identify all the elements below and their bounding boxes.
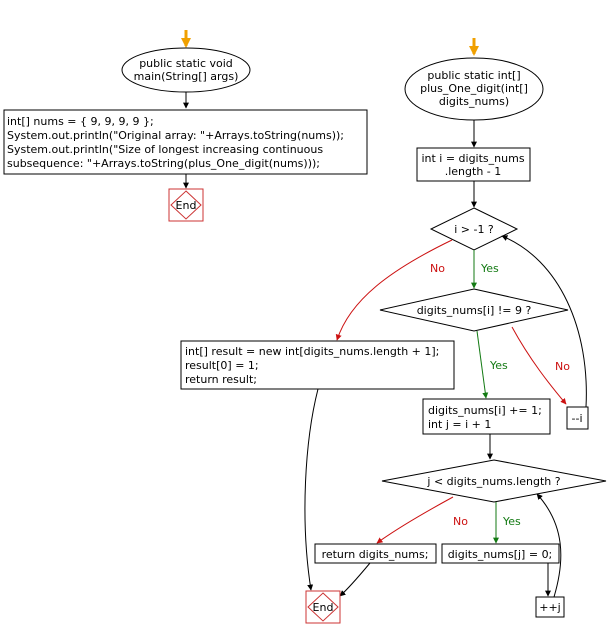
increment-j-box: ++j (535, 596, 565, 618)
increment-line-1: digits_nums[i] += 1; (428, 404, 542, 417)
right-start-line-3: digits_nums) (439, 95, 509, 108)
cond1-no-label: No (430, 262, 445, 275)
cond2-text: digits_nums[i] != 9 ? (417, 304, 532, 317)
result-line-2: result[0] = 1; (185, 359, 259, 372)
result-line-3: return result; (185, 373, 257, 386)
cond3-text: j < digits_nums.length ? (426, 475, 560, 488)
right-start-line-1: public static int[] (427, 69, 520, 82)
assign-zero-text: digits_nums[j] = 0; (448, 548, 553, 561)
left-start-line-2: main(String[] args) (134, 70, 239, 83)
cond3-decision: j < digits_nums.length ? (381, 459, 607, 503)
result-line-1: int[] result = new int[digits_nums.lengt… (185, 345, 439, 358)
right-entry-arrow (469, 38, 479, 56)
arrow-result-to-end (304, 388, 319, 591)
left-end-terminal: End (168, 188, 204, 222)
arrow-cond2-no (511, 326, 567, 405)
right-start-line-2: plus_One_digit(int[] (420, 82, 528, 95)
decrement-box: --i (566, 406, 589, 430)
arrow-cond1-no (335, 239, 453, 341)
init-block: int i = digits_nums .length - 1 (416, 147, 531, 182)
left-entry-arrow (181, 30, 191, 48)
right-start-terminal: public static int[] plus_One_digit(int[]… (404, 57, 544, 121)
arrow-cond2-yes (476, 330, 489, 399)
return-block: return digits_nums; (314, 543, 437, 564)
left-code-line-1: int[] nums = { 9, 9, 9, 9 }; (7, 115, 154, 128)
decrement-text: --i (572, 412, 583, 425)
cond3-no-label: No (453, 515, 468, 528)
arrow-cond3-no (376, 496, 454, 544)
left-code-line-3: System.out.println("Size of longest incr… (7, 143, 323, 156)
return-text: return digits_nums; (322, 548, 429, 561)
cond1-yes-label: Yes (480, 262, 499, 275)
arrow-decrement-to-cond1 (501, 235, 587, 408)
arrow-incj-to-cond3 (536, 493, 562, 598)
right-end-terminal: End (305, 590, 341, 624)
increment-j-text: ++j (539, 601, 561, 614)
left-start-line-1: public static void (139, 57, 233, 70)
increment-block: digits_nums[i] += 1; int j = i + 1 (422, 398, 551, 435)
left-code-block: int[] nums = { 9, 9, 9, 9 }; System.out.… (3, 109, 368, 175)
cond2-yes-label: Yes (489, 359, 508, 372)
right-end-label: End (313, 601, 334, 614)
cond1-text: i > -1 ? (454, 223, 494, 236)
result-block: int[] result = new int[digits_nums.lengt… (180, 340, 455, 390)
left-code-line-4: subsequence: "+Arrays.toString(plus_One_… (7, 157, 320, 170)
arrow-return-to-end (339, 562, 371, 597)
cond1-decision: i > -1 ? (429, 207, 519, 251)
cond3-yes-label: Yes (502, 515, 521, 528)
init-line-2: .length - 1 (445, 165, 502, 178)
left-code-line-2: System.out.println("Original array: "+Ar… (7, 129, 344, 142)
cond2-no-label: No (555, 360, 570, 373)
cond2-decision: digits_nums[i] != 9 ? (379, 288, 569, 332)
increment-line-2: int j = i + 1 (428, 418, 491, 431)
assign-zero-block: digits_nums[j] = 0; (441, 543, 560, 564)
init-line-1: int i = digits_nums (421, 152, 524, 165)
left-start-terminal: public static void main(String[] args) (121, 47, 251, 93)
left-end-label: End (176, 199, 197, 212)
